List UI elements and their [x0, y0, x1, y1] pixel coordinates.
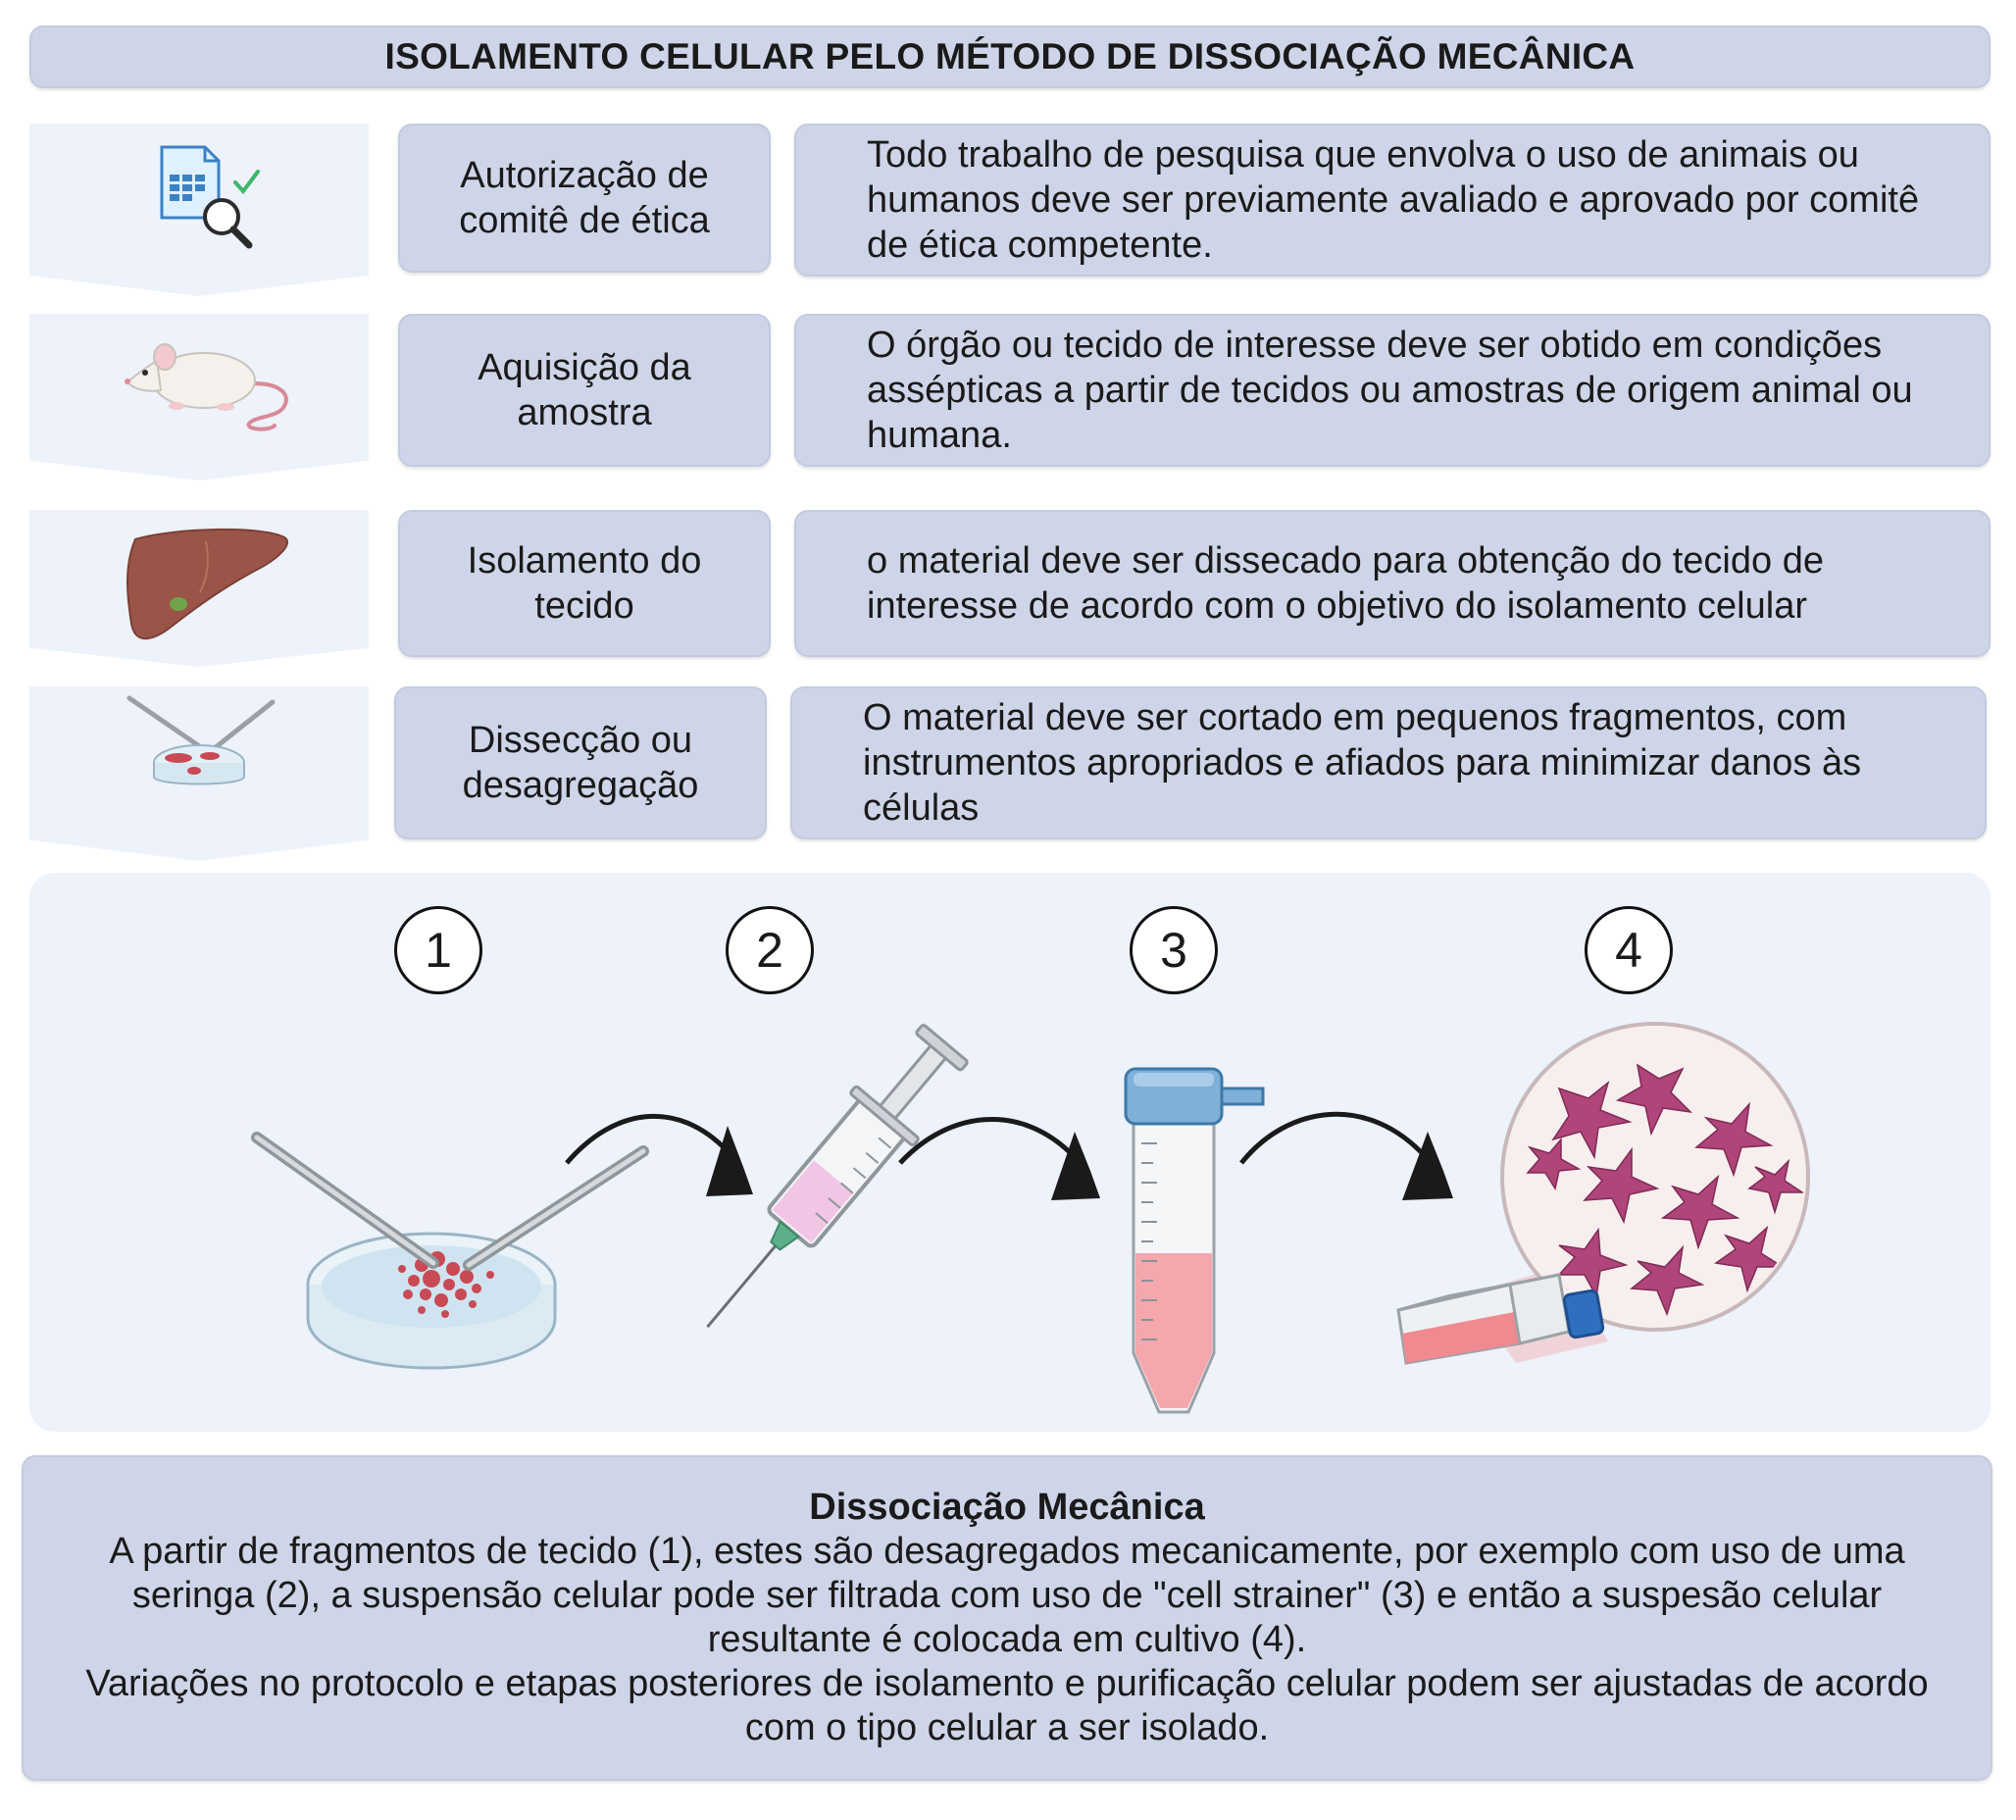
description-text: o material deve ser dissecado para obten…	[867, 540, 1824, 627]
step-label-line: Dissecção ou	[468, 720, 693, 761]
step-label-line: Autorização de	[460, 155, 709, 196]
step-number-3: 3	[1130, 906, 1218, 994]
icon-panel-ethics	[29, 124, 369, 296]
page-title: ISOLAMENTO CELULAR PELO MÉTODO DE DISSOC…	[29, 25, 1991, 88]
step-dissection-description: O material deve ser cortado em pequenos …	[790, 686, 1987, 839]
icon-panel-petri	[29, 686, 369, 861]
step-label-line: Isolamento do	[467, 540, 702, 581]
step-label-line: desagregação	[462, 765, 699, 806]
footer-title: Dissociação Mecânica	[809, 1487, 1205, 1528]
step-ethics-description: Todo trabalho de pesquisa que envolva o …	[794, 124, 1991, 277]
petri-dish-icon	[126, 695, 276, 785]
step-sample-acquisition: Aquisição da amostra	[398, 314, 771, 467]
step-tissue-isolation: Isolamento do tecido	[398, 510, 771, 657]
footer-paragraph-2: Variações no protocolo e etapas posterio…	[85, 1663, 1929, 1748]
icon-panel-liver	[29, 510, 369, 667]
ethics-document-icon	[160, 145, 260, 249]
page-title-text: ISOLAMENTO CELULAR PELO MÉTODO DE DISSOC…	[384, 36, 1636, 76]
footer-summary: Dissociação Mecânica A partir de fragmen…	[22, 1455, 1992, 1781]
centrifuge-tube-icon	[1124, 1067, 1265, 1414]
description-text: O material deve ser cortado em pequenos …	[863, 697, 1862, 829]
syringe-icon	[706, 1024, 969, 1329]
step-sample-description: O órgão ou tecido de interesse deve ser …	[794, 314, 1991, 467]
step-label-line: amostra	[517, 392, 652, 433]
petri-dish-tissue-icon	[251, 1132, 649, 1370]
description-text: O órgão ou tecido de interesse deve ser …	[867, 325, 1913, 456]
cell-culture-magnification-icon	[1396, 1022, 1810, 1365]
step-number-1: 1	[394, 906, 482, 994]
step-ethics-approval: Autorização de comitê de ética	[398, 124, 771, 273]
step-label-line: comitê de ética	[459, 200, 710, 241]
icon-panel-mouse	[29, 314, 369, 480]
step-number-2: 2	[726, 906, 814, 994]
step-dissection: Dissecção ou desagregação	[394, 686, 767, 839]
mouse-icon	[125, 343, 288, 431]
step-tissue-description: o material deve ser dissecado para obten…	[794, 510, 1991, 657]
process-illustration-panel: 1 2 3 4	[29, 873, 1991, 1432]
process-drawing	[251, 1022, 1810, 1414]
step-label-line: tecido	[534, 585, 634, 627]
step-number-4: 4	[1585, 906, 1673, 994]
footer-paragraph-1: A partir de fragmentos de tecido (1), es…	[109, 1531, 1905, 1660]
liver-icon	[126, 528, 288, 640]
description-text: Todo trabalho de pesquisa que envolva o …	[867, 134, 1920, 266]
step-label-line: Aquisição da	[478, 347, 691, 388]
